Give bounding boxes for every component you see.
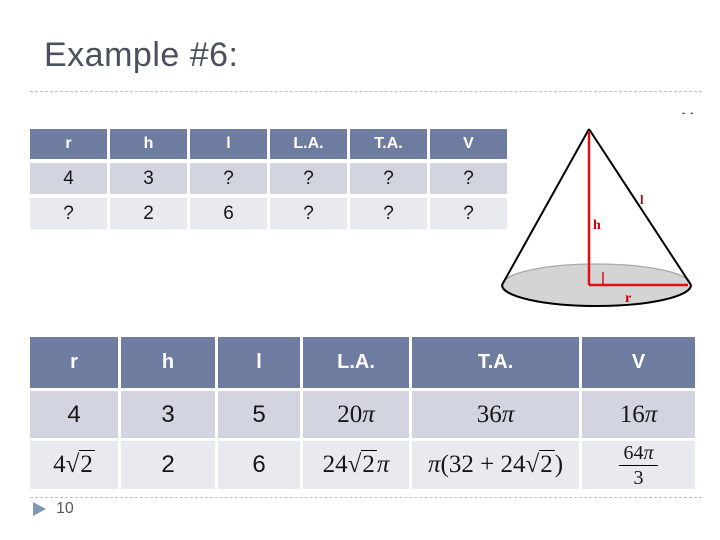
table-cell: ? [430, 163, 507, 194]
cone-height-label: h [593, 218, 601, 233]
table-cell: ? [270, 198, 347, 229]
table-cell: 6 [190, 198, 267, 229]
table-cell: ? [270, 163, 347, 194]
table-cell: 4√2 [30, 441, 118, 489]
table-cell: ? [190, 163, 267, 194]
page-title: Example #6: [44, 36, 239, 74]
cone-radius-label: r [625, 291, 631, 306]
column-header-h: h [121, 337, 215, 388]
table-cell: 2 [121, 441, 215, 489]
corner-mark: - - [682, 108, 695, 119]
table-cell: 3 [110, 163, 187, 194]
column-header-l: l [190, 129, 267, 159]
column-header-r: r [30, 337, 118, 388]
footer: 10 [33, 500, 74, 518]
radical: √2 [525, 450, 555, 478]
column-header-r: r [30, 129, 107, 159]
cone-right-edge [588, 128, 692, 286]
table-cell: 4 [30, 163, 107, 194]
radical: √2 [347, 450, 377, 478]
column-header-l: l [218, 337, 300, 388]
table-cell: 2 [110, 198, 187, 229]
column-header-h: h [110, 129, 187, 159]
column-header-la: L.A. [303, 337, 409, 388]
cone-base-front-arc [501, 284, 692, 307]
cone-left-edge [501, 128, 590, 286]
cone-slant-label: l [640, 192, 644, 207]
footer-divider [30, 497, 702, 498]
table-cell: 5 [218, 391, 300, 438]
column-header-v: V [430, 129, 507, 159]
title-divider [30, 91, 702, 92]
table-cell: ? [430, 198, 507, 229]
footer-arrow-icon [33, 502, 46, 516]
column-header-v: V [582, 337, 695, 388]
column-header-ta: T.A. [412, 337, 579, 388]
page-number: 10 [56, 500, 74, 517]
table-cell: ? [350, 163, 427, 194]
column-header-la: L.A. [270, 129, 347, 159]
table-cell: 6 [218, 441, 300, 489]
table-cell: ? [350, 198, 427, 229]
cone-diagram: h l r [492, 110, 702, 317]
table-cell: 3 [121, 391, 215, 438]
table-cell: ? [30, 198, 107, 229]
table-cell: π(32 + 24√2) [412, 441, 579, 489]
table-cell: 4 [30, 391, 118, 438]
column-header-ta: T.A. [350, 129, 427, 159]
radical: √2 [65, 450, 95, 478]
cone-diagram-svg: h l r [501, 128, 692, 307]
